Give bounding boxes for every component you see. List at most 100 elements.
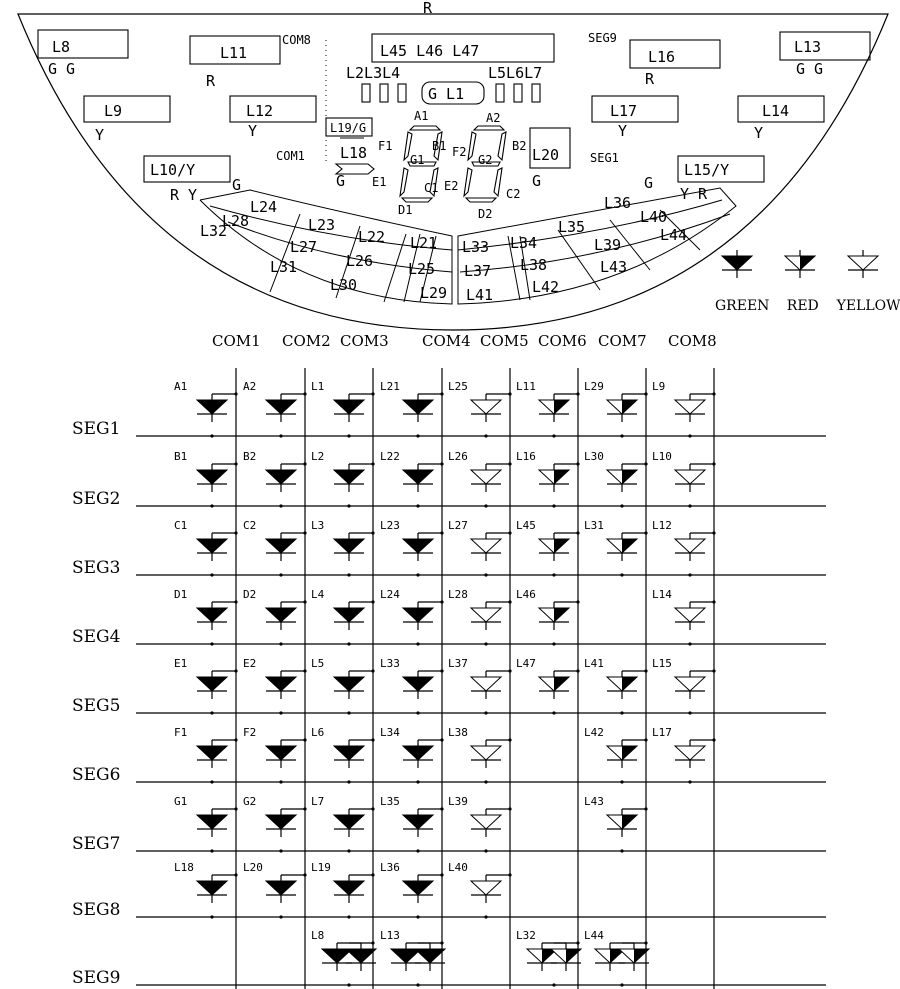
junction-dot: [508, 738, 512, 742]
box-l15-sub: Y R: [680, 185, 708, 203]
cell-label-g1: G1: [174, 795, 187, 808]
box-l15-label: L15/Y: [684, 161, 729, 179]
junction-dot: [484, 573, 488, 577]
digit-segment: [471, 161, 501, 167]
led-l46: [537, 602, 571, 630]
led-l6: [332, 740, 366, 768]
arc-label-l24: L24: [250, 198, 277, 216]
junction-dot: [347, 434, 351, 438]
arc-label-l25: L25: [408, 260, 435, 278]
junction-dot: [552, 434, 556, 438]
junction-dot: [303, 807, 307, 811]
junction-dot: [416, 983, 420, 987]
cell-label-l26: L26: [448, 450, 468, 463]
led-l38: [469, 740, 503, 768]
arc-divider: [383, 233, 407, 303]
led-l9: [673, 394, 707, 422]
led-l42: [605, 740, 639, 768]
digit-label-d2: D2: [478, 207, 492, 221]
led-a1: [195, 394, 229, 422]
matrix-wires: [136, 368, 826, 989]
cell-label-l40: L40: [448, 861, 468, 874]
junction-dot: [620, 849, 624, 853]
junction-dot: [484, 915, 488, 919]
small-led-bars: [361, 83, 541, 103]
led-l21: [401, 394, 435, 422]
cell-label-l31: L31: [584, 519, 604, 532]
led-l10: [673, 464, 707, 492]
top-r-label: R: [423, 0, 433, 17]
cell-label-l47: L47: [516, 657, 536, 670]
row-label-seg2: SEG2: [72, 489, 120, 509]
arc-divider: [419, 235, 437, 303]
junction-dot: [688, 504, 692, 508]
junction-dot: [576, 462, 580, 466]
cell-label-l44: L44: [584, 929, 604, 942]
digit-label-f2: F2: [452, 145, 466, 159]
digit-segment: [467, 131, 477, 162]
cell-label-l9: L9: [652, 380, 665, 393]
arc-label-l39: L39: [594, 236, 621, 254]
junction-dot: [210, 434, 214, 438]
cell-label-l6: L6: [311, 726, 324, 739]
box-l13-sub: G G: [796, 60, 823, 78]
column-header-com7: COM7: [598, 332, 647, 350]
junction-dot: [620, 573, 624, 577]
digit-segment: [403, 131, 413, 162]
junction-dot: [712, 462, 716, 466]
junction-dot: [440, 738, 444, 742]
panel-outline: [17, 13, 889, 331]
arc-label-l34: L34: [510, 234, 537, 252]
digit-label-b1: B1: [432, 139, 446, 153]
led-l34: [401, 740, 435, 768]
box-l19: [325, 117, 373, 137]
digit-label-g1: G1: [410, 153, 424, 167]
led-l40: [469, 875, 503, 903]
junction-dot: [210, 504, 214, 508]
led-l7: [332, 809, 366, 837]
small-led-bar: [513, 83, 523, 103]
seg1-label: SEG1: [590, 151, 619, 165]
junction-dot: [347, 573, 351, 577]
box-l8: [37, 29, 129, 59]
box-l17: [591, 95, 679, 123]
cell-label-l8: L8: [311, 929, 324, 942]
junction-dot: [416, 849, 420, 853]
junction-dot: [484, 849, 488, 853]
arc-left-region: [199, 189, 453, 305]
junction-dot: [688, 573, 692, 577]
box-l10: [143, 155, 231, 183]
digit-segment: [493, 167, 503, 198]
cell-label-e1: E1: [174, 657, 187, 670]
cell-label-l28: L28: [448, 588, 468, 601]
legend-yellow-led: [846, 250, 880, 278]
led-l2: [332, 464, 366, 492]
digit-segment: [472, 125, 506, 131]
junction-dot: [620, 711, 624, 715]
junction-dot: [303, 669, 307, 673]
cell-label-l33: L33: [380, 657, 400, 670]
column-header-com1: COM1: [212, 332, 261, 350]
cell-label-l20: L20: [243, 861, 263, 874]
junction-dot: [688, 642, 692, 646]
arc-divider: [609, 219, 651, 271]
led-l1: [332, 394, 366, 422]
small-led-bar: [361, 83, 371, 103]
junction-dot: [303, 531, 307, 535]
box-l11-sub: R: [206, 72, 216, 90]
com8-label: COM8: [282, 33, 311, 47]
box-l11-label: L11: [220, 44, 247, 62]
column-header-com3: COM3: [340, 332, 389, 350]
cell-label-l3: L3: [311, 519, 324, 532]
seven-segment-digits: [399, 125, 507, 203]
junction-dot: [416, 434, 420, 438]
junction-dot: [234, 531, 238, 535]
arc-label-l28: L28: [222, 212, 249, 230]
led-c2: [264, 533, 298, 561]
digit-label-a1: A1: [414, 109, 428, 123]
cell-label-l45: L45: [516, 519, 536, 532]
arc-divider: [507, 235, 521, 301]
cell-label-l30: L30: [584, 450, 604, 463]
arc-divider: [335, 225, 361, 299]
